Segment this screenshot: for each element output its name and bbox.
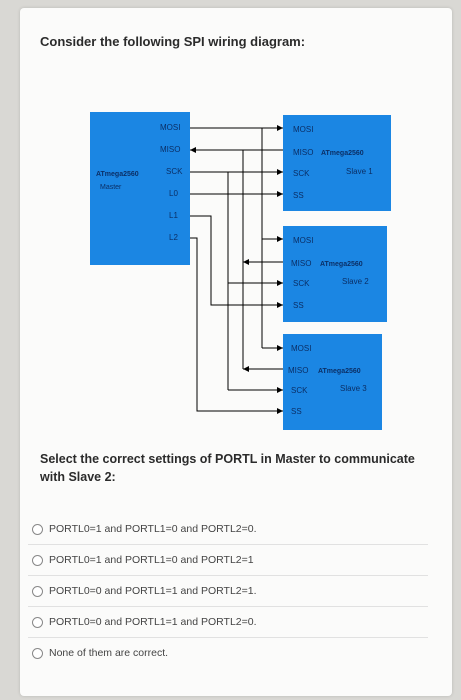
slave1-pin-miso: MISO — [293, 148, 313, 157]
slave2-block — [283, 226, 387, 322]
slave1-role: Slave 1 — [346, 167, 373, 176]
radio-button[interactable] — [32, 554, 43, 566]
option-label: PORTL0=1 and PORTL1=0 and PORTL2=0. — [49, 523, 257, 535]
option-label: PORTL0=0 and PORTL1=1 and PORTL2=0. — [49, 616, 257, 628]
master-pin-l2: L2 — [169, 233, 178, 242]
slave3-pin-miso: MISO — [288, 366, 308, 375]
answer-options: PORTL0=1 and PORTL1=0 and PORTL2=0. PORT… — [28, 514, 428, 668]
radio-button[interactable] — [32, 616, 43, 628]
slave1-pin-ss: SS — [293, 191, 304, 200]
option-5[interactable]: None of them are correct. — [28, 637, 428, 668]
master-role: Master — [100, 184, 122, 191]
slave2-name: ATmega2560 — [320, 261, 363, 268]
option-1[interactable]: PORTL0=1 and PORTL1=0 and PORTL2=0. — [28, 514, 428, 544]
slave3-name: ATmega2560 — [318, 368, 361, 375]
slave1-pin-mosi: MOSI — [293, 125, 313, 134]
option-label: None of them are correct. — [49, 647, 169, 659]
slave3-pin-ss: SS — [291, 407, 302, 416]
option-label: PORTL0=1 and PORTL1=0 and PORTL2=1 — [49, 554, 254, 566]
master-pin-miso: MISO — [160, 145, 180, 154]
option-3[interactable]: PORTL0=0 and PORTL1=1 and PORTL2=1. — [28, 575, 428, 606]
prompt-text: Select the correct settings of PORTL in … — [40, 452, 415, 484]
wires — [190, 127, 283, 412]
slave2-pin-mosi: MOSI — [293, 236, 313, 245]
slave2-role: Slave 2 — [342, 277, 369, 286]
slave3-pin-mosi: MOSI — [291, 344, 311, 353]
option-label: PORTL0=0 and PORTL1=1 and PORTL2=1. — [49, 585, 257, 597]
slave2-pin-ss: SS — [293, 301, 304, 310]
option-4[interactable]: PORTL0=0 and PORTL1=1 and PORTL2=0. — [28, 606, 428, 637]
slave2-pin-sck: SCK — [293, 279, 310, 288]
radio-button[interactable] — [32, 647, 43, 659]
slave2-pin-miso: MISO — [291, 259, 311, 268]
master-pin-mosi: MOSI — [160, 123, 180, 132]
slave1-pin-sck: SCK — [293, 169, 310, 178]
radio-button[interactable] — [32, 585, 43, 597]
master-pin-l0: L0 — [169, 189, 178, 198]
master-block — [90, 112, 190, 265]
master-pin-l1: L1 — [169, 211, 178, 220]
slave3-block — [283, 334, 382, 430]
master-name: ATmega2560 — [96, 171, 139, 178]
option-2[interactable]: PORTL0=1 and PORTL1=0 and PORTL2=1 — [28, 544, 428, 575]
radio-button[interactable] — [32, 523, 43, 535]
spi-wiring-diagram: MOSI MISO SCK L0 L1 L2 ATmega2560 Master… — [90, 112, 391, 430]
slave3-pin-sck: SCK — [291, 386, 308, 395]
arrowheads — [190, 125, 283, 414]
master-pin-sck: SCK — [166, 167, 183, 176]
slave1-name: ATmega2560 — [321, 150, 364, 157]
question-text: Consider the following SPI wiring diagra… — [40, 34, 306, 49]
slave3-role: Slave 3 — [340, 384, 367, 393]
slave1-block — [283, 115, 391, 211]
